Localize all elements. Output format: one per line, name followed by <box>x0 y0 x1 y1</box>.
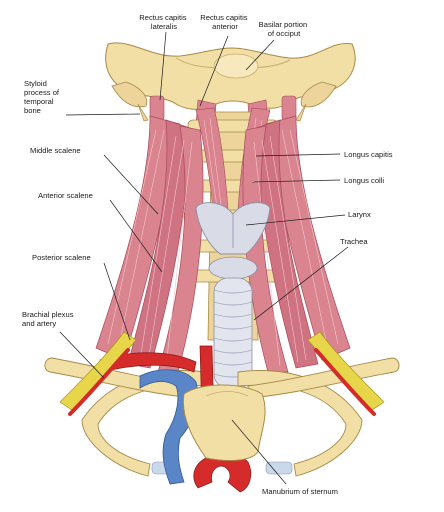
larynx-trachea <box>195 202 271 389</box>
label-larynx: Larynx <box>348 210 371 219</box>
label-rectus-capitis-lateralis: Rectus capitis lateralis <box>139 13 188 31</box>
label-posterior-scalene: Posterior scalene <box>32 253 91 262</box>
label-rectus-capitis-anterior: Rectus capitis anterior <box>200 13 249 31</box>
label-manubrium: Manubrium of sternum <box>262 487 338 496</box>
scalene-muscles-right <box>242 115 351 373</box>
label-anterior-scalene: Anterior scalene <box>38 191 93 200</box>
label-longus-colli: Longus colli <box>344 176 384 185</box>
labels: Rectus capitis lateralis Rectus capitis … <box>22 13 393 496</box>
manubrium <box>182 384 266 461</box>
label-basilar-portion: Basilar portion of occiput <box>259 20 310 38</box>
label-longus-capitis: Longus capitis <box>344 150 393 159</box>
leader-lines <box>59 31 349 485</box>
label-brachial-plexus: Brachial plexus and artery <box>22 310 76 328</box>
label-middle-scalene: Middle scalene <box>30 146 81 155</box>
brachial-plexus <box>59 331 385 416</box>
skull-base <box>105 42 356 122</box>
label-trachea: Trachea <box>340 237 368 246</box>
scalene-muscles-left <box>95 115 204 373</box>
ribs-clavicles <box>44 357 400 477</box>
label-styloid-process: Styloid process of temporal bone <box>24 79 61 115</box>
